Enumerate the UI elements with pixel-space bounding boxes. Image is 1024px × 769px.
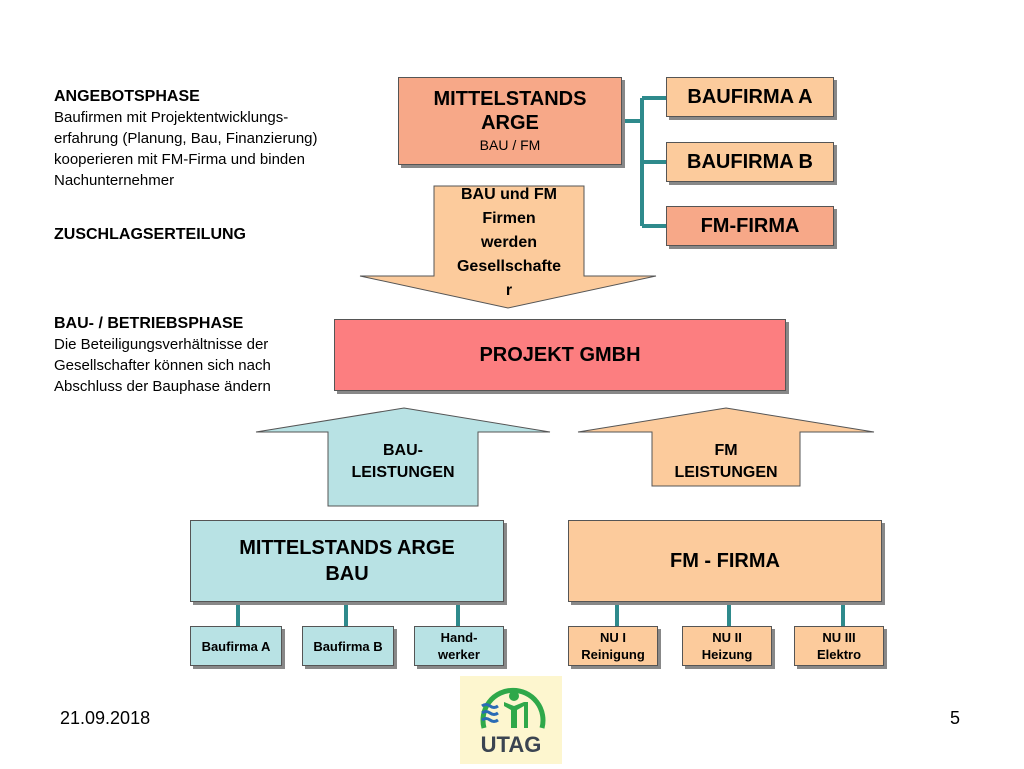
arrow-fm-line: LEISTUNGEN [674, 464, 778, 481]
arge-bau-line: MITTELSTANDS ARGE [239, 537, 455, 559]
utag-logo-icon [480, 687, 546, 729]
projekt-gmbh-label: PROJEKT GMBH [479, 343, 641, 366]
fm-firma-bottom-box: FM - FIRMA [568, 520, 882, 602]
note-betrieb-title: BAU- / BETRIEBSPHASE [54, 315, 244, 332]
footer-page-number: 5 [950, 708, 961, 728]
arrow-fm-line: FM [714, 442, 738, 459]
fm-firma-bottom-label: FM - FIRMA [670, 549, 780, 572]
arrow-bau-line: LEISTUNGEN [351, 464, 455, 481]
arrow-down-label: BAU und FM Firmen werden Gesellschafte r [434, 183, 584, 303]
note-betrieb-line: Die Beteiligungsverhältnisse der [54, 336, 269, 353]
baufirma-a-box: BAUFIRMA A [666, 77, 834, 117]
projekt-gmbh-box: PROJEKT GMBH [334, 319, 786, 391]
utag-logo: UTAG [460, 676, 562, 764]
note-angebot-line: kooperieren mit FM-Firma und binden [54, 151, 305, 168]
arge-bau-box: MITTELSTANDS ARGE BAU [190, 520, 504, 602]
sub-bau-line: Baufirma B [313, 638, 383, 654]
arge-sub: BAU / FM [479, 137, 541, 153]
sub-bau-box: Hand- werker [414, 626, 504, 666]
arrow-up-fm-shape [577, 407, 875, 487]
arrow-bau-label: BAU- LEISTUNGEN [328, 440, 478, 484]
arrow-up-bau-shape [255, 407, 551, 507]
note-angebotsphase: ANGEBOTSPHASE Baufirmen mit Projektentwi… [54, 86, 318, 191]
note-angebot-title: ANGEBOTSPHASE [54, 88, 200, 105]
arge-line: MITTELSTANDS [433, 88, 587, 110]
fm-firma-top-label: FM-FIRMA [700, 214, 800, 237]
sub-fm-line: Heizung [701, 647, 753, 662]
arrow-bau-line: BAU- [383, 442, 423, 459]
baufirma-a-label: BAUFIRMA A [687, 85, 813, 108]
note-betrieb-line: Gesellschafter können sich nach [54, 357, 271, 374]
arrow-down-line: r [505, 282, 513, 299]
arrow-down-shape [359, 185, 657, 309]
sub-bau-line: werker [438, 647, 480, 662]
arrow-fm-label: FM LEISTUNGEN [652, 440, 800, 484]
utag-logo-text: UTAG [480, 732, 542, 757]
sub-fm-line: NU II [712, 630, 742, 645]
arrow-down-line: Gesellschafte [456, 258, 562, 275]
sub-bau-line: Hand- [440, 630, 478, 645]
note-betrieb-line: Abschluss der Bauphase ändern [54, 378, 271, 395]
note-zuschlag-title: ZUSCHLAGSERTEILUNG [54, 226, 246, 243]
sub-fm-line: Reinigung [581, 647, 645, 662]
note-zuschlag: ZUSCHLAGSERTEILUNG [54, 224, 246, 245]
note-angebot-line: erfahrung (Planung, Bau, Finanzierung) [54, 130, 318, 147]
sub-bau-line: Baufirma A [201, 638, 271, 654]
sub-bau-box: Baufirma B [302, 626, 394, 666]
arge-bau-fm-box: MITTELSTANDS ARGE BAU / FM [398, 77, 622, 165]
sub-fm-line: Elektro [816, 647, 862, 662]
arrow-down-line: Firmen [482, 210, 536, 227]
baufirma-b-box: BAUFIRMA B [666, 142, 834, 182]
sub-fm-line: NU III [822, 630, 856, 645]
sub-fm-box: NU I Reinigung [568, 626, 658, 666]
sub-fm-line: NU I [600, 630, 626, 645]
arrow-down-line: werden [480, 234, 537, 251]
arge-bau-line: BAU [325, 563, 369, 585]
footer-date: 21.09.2018 [60, 708, 151, 728]
note-betriebsphase: BAU- / BETRIEBSPHASE Die Beteiligungsver… [54, 313, 271, 397]
sub-fm-box: NU II Heizung [682, 626, 772, 666]
note-angebot-line: Nachunternehmer [54, 172, 175, 189]
fm-firma-top-box: FM-FIRMA [666, 206, 834, 246]
arge-line: ARGE [481, 112, 539, 134]
sub-fm-box: NU III Elektro [794, 626, 884, 666]
baufirma-b-label: BAUFIRMA B [687, 150, 813, 173]
arrow-down-line: BAU und FM [461, 186, 557, 203]
sub-bau-box: Baufirma A [190, 626, 282, 666]
note-angebot-line: Baufirmen mit Projektentwicklungs- [54, 109, 289, 126]
